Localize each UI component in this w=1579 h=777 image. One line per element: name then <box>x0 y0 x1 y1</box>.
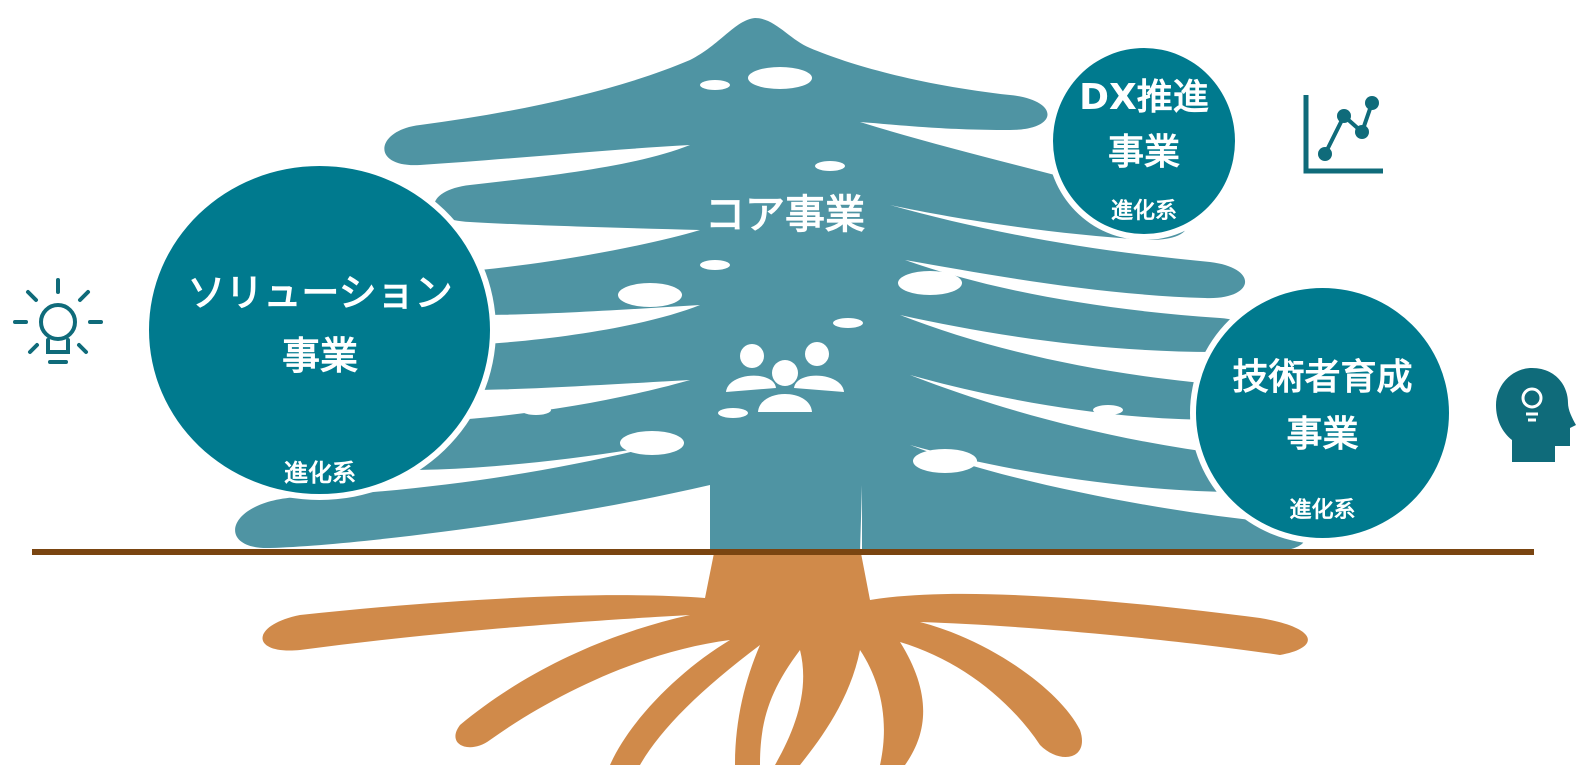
core-title: コア事業 <box>705 192 865 238</box>
dx-tag: 進化系 <box>1110 199 1177 224</box>
dx-title-line2: 事業 <box>1107 132 1180 173</box>
engineer-title-line1: 技術者育成 <box>1232 357 1413 398</box>
ground-line <box>32 549 1534 555</box>
engineer-bubble <box>1190 282 1455 544</box>
head-lightbulb-icon <box>1496 368 1576 462</box>
tree-spots <box>521 67 1123 473</box>
dx-title-line1: DX推進 <box>1079 77 1209 118</box>
tree-body <box>235 18 1306 552</box>
lightbulb-icon <box>13 278 103 364</box>
solution-title-line1: ソリューション <box>187 271 453 315</box>
engineer-tag: 進化系 <box>1289 498 1356 523</box>
solution-bubble <box>143 160 496 500</box>
solution-title-line2: 事業 <box>281 334 358 378</box>
dx-bubble <box>1047 42 1241 240</box>
roots <box>262 548 1308 765</box>
solution-tag: 進化系 <box>284 459 356 487</box>
people-group-icon <box>726 342 844 412</box>
line-chart-icon <box>1303 95 1383 174</box>
engineer-title-line2: 事業 <box>1286 414 1359 455</box>
